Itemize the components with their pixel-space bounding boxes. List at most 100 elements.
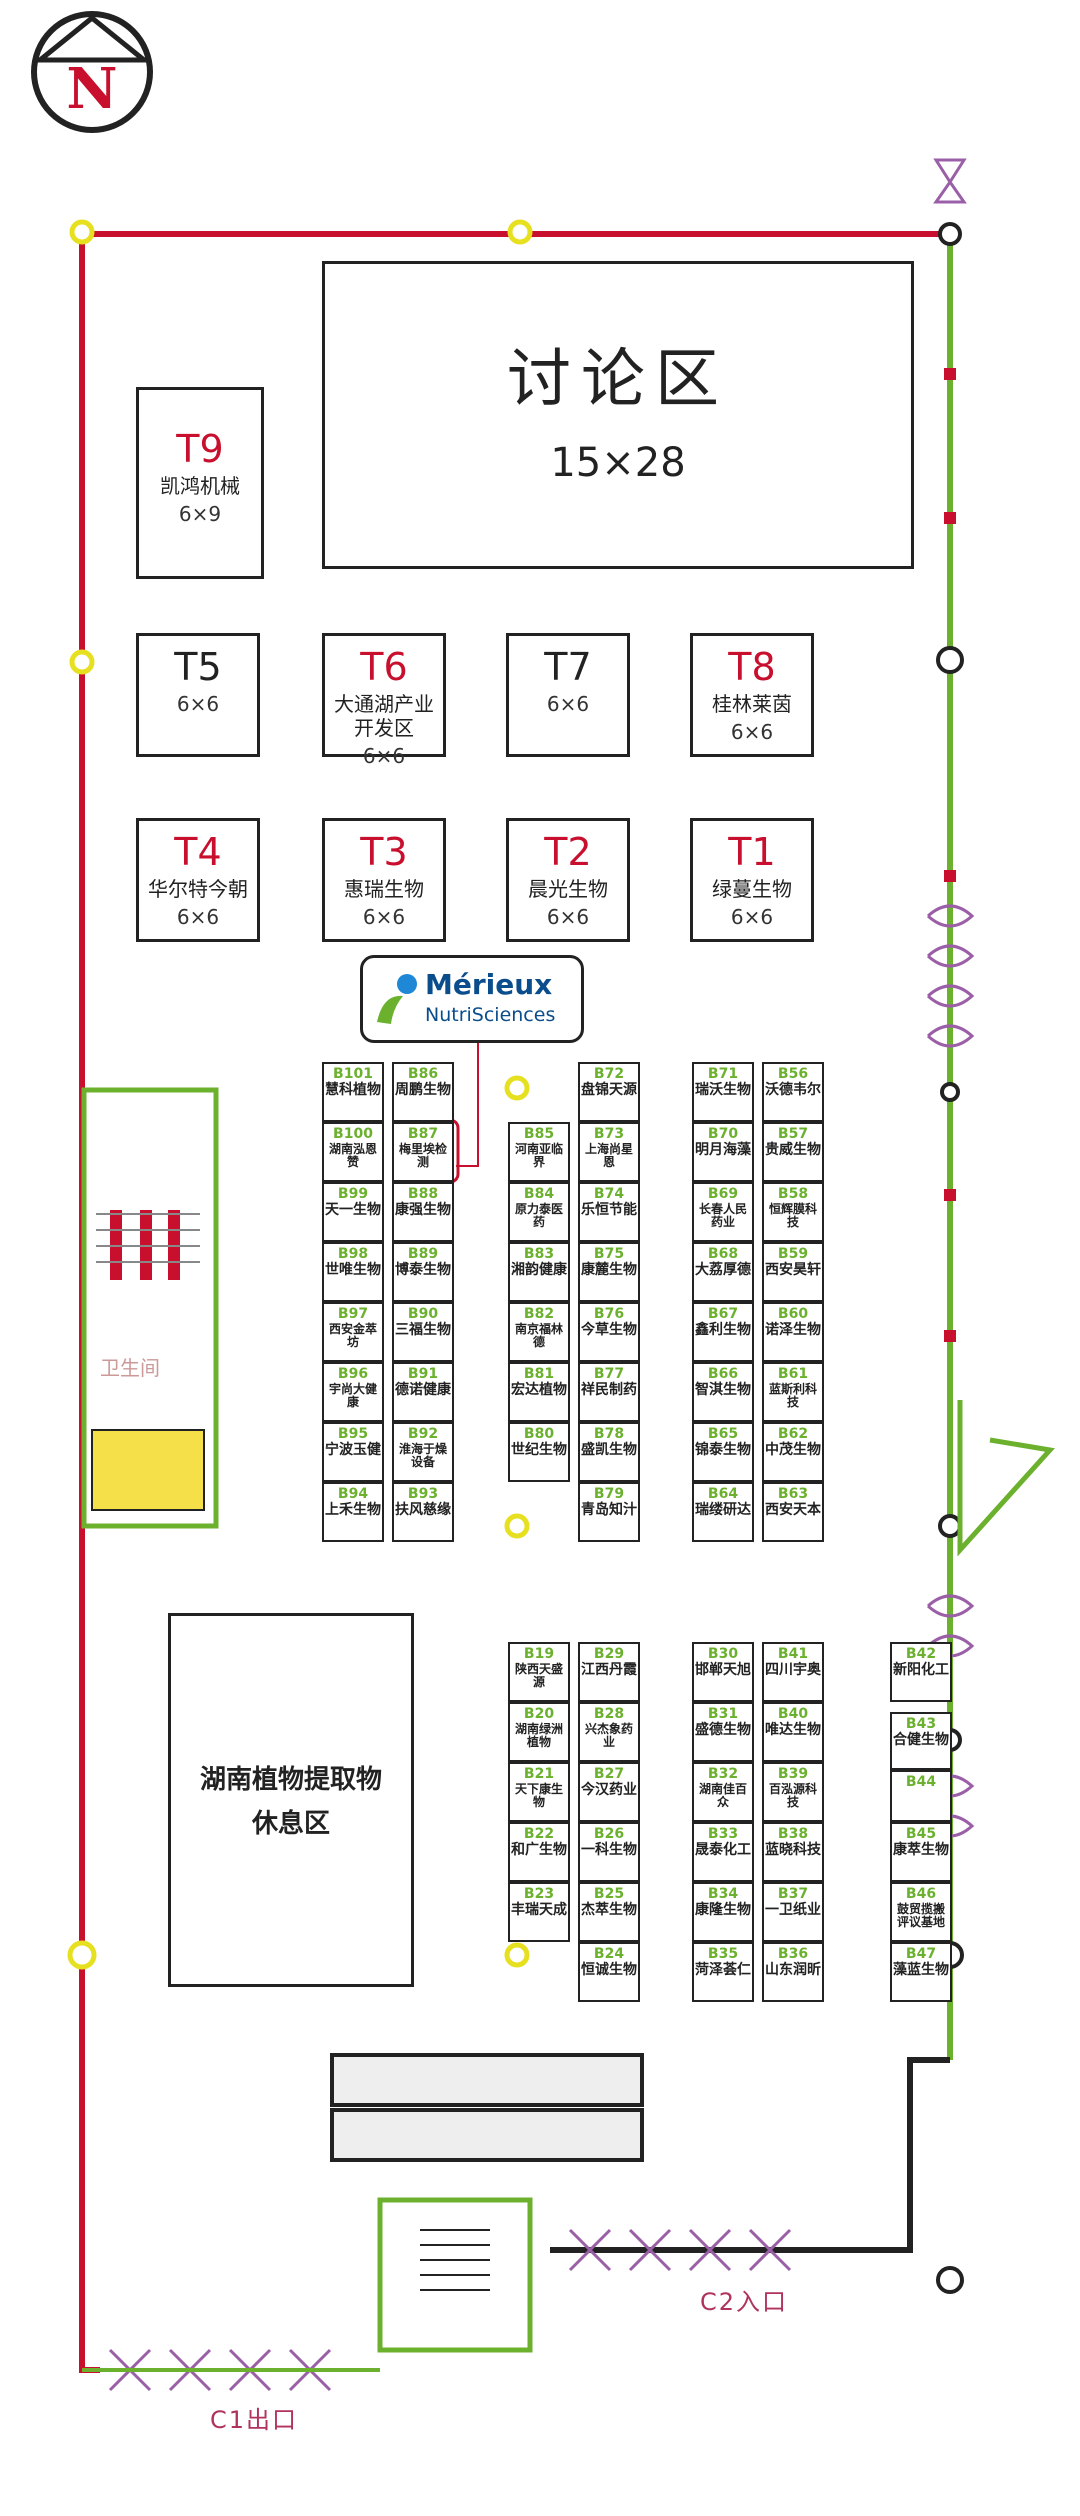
b-booth-b44[interactable]: B44 bbox=[890, 1770, 952, 1822]
t-booth-size: 6×6 bbox=[362, 744, 406, 768]
exit-c1[interactable]: C1出口 bbox=[210, 2406, 299, 2434]
b-booth-name: 百泓源科技 bbox=[768, 1782, 817, 1810]
t-booth-name: 绿蔓生物 bbox=[712, 877, 792, 901]
b-booth-name: 诺泽生物 bbox=[765, 1322, 821, 1338]
b-booth-name: 一卫纸业 bbox=[765, 1902, 821, 1918]
b-booth-id: B25 bbox=[593, 1886, 625, 1902]
discussion-area[interactable]: 讨论区 15×28 bbox=[322, 261, 914, 569]
b-booth-id: B78 bbox=[593, 1426, 625, 1442]
t-booth-size: 6×6 bbox=[730, 720, 774, 744]
b-booth-name: 天一生物 bbox=[325, 1202, 381, 1218]
sponsor-logo[interactable]: Mérieux NutriSciences bbox=[360, 955, 584, 1043]
b-booth-id: B41 bbox=[777, 1646, 809, 1662]
rest-area[interactable]: 湖南植物提取物 休息区 bbox=[168, 1613, 414, 1987]
b-booth-name: 湖南佳百众 bbox=[698, 1782, 747, 1810]
entrance-c2[interactable]: C2入口 bbox=[700, 2288, 789, 2316]
